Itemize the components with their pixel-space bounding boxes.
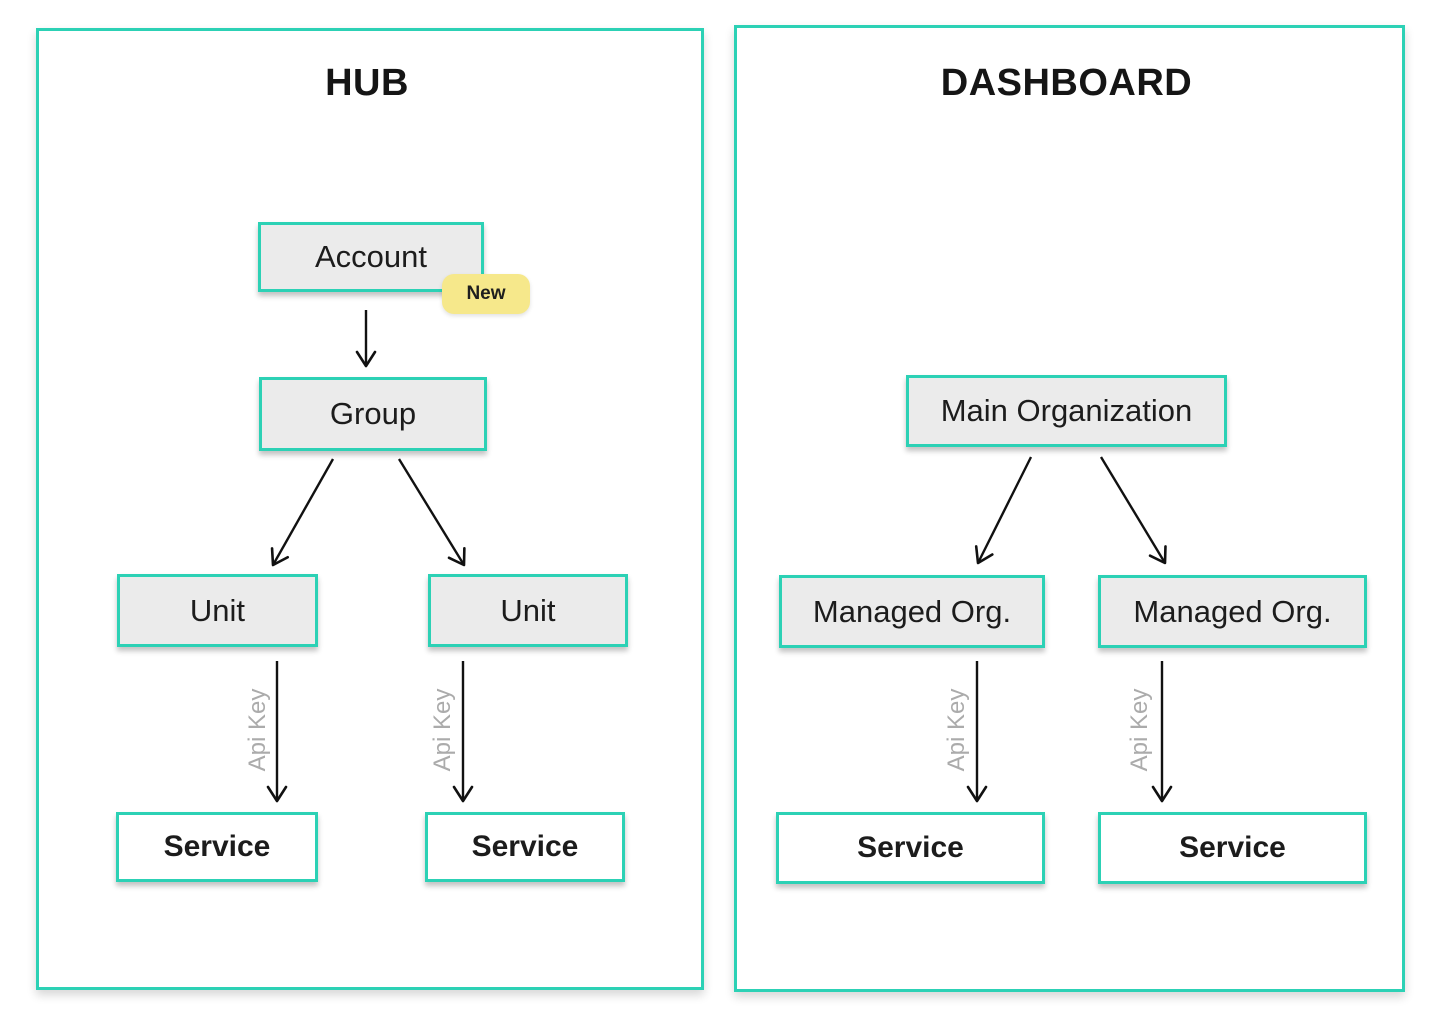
dashboard-title: DASHBOARD <box>940 62 1193 104</box>
api-key-label-dash-left: Api Key <box>943 688 970 772</box>
node-main-organization: Main Organization <box>906 375 1227 447</box>
hub-title: HUB <box>325 62 409 104</box>
node-unit-left: Unit <box>117 574 318 647</box>
api-key-label-hub-right: Api Key <box>429 688 456 772</box>
api-key-label-hub-left: Api Key <box>244 688 271 772</box>
node-service-hub-right: Service <box>425 812 625 882</box>
node-group: Group <box>259 377 487 451</box>
node-service-hub-left: Service <box>116 812 318 882</box>
api-key-label-dash-right: Api Key <box>1126 688 1153 772</box>
node-managed-org-right: Managed Org. <box>1098 575 1367 648</box>
node-service-dash-right: Service <box>1098 812 1367 884</box>
new-badge: New <box>442 274 530 314</box>
node-managed-org-left: Managed Org. <box>779 575 1045 648</box>
node-service-dash-left: Service <box>776 812 1045 884</box>
node-unit-right: Unit <box>428 574 628 647</box>
